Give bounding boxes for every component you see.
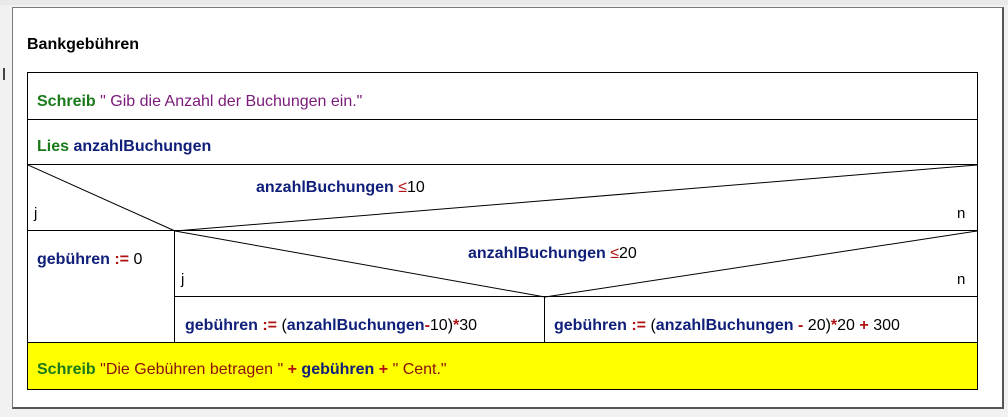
assign-operator: := [114, 251, 130, 268]
edge-tick [3, 68, 5, 80]
decision-diagonals [28, 164, 977, 298]
cond1-right-diagonal [174, 164, 977, 232]
statement-write-result[interactable]: Schreib "Die Gebühren betragen " + gebüh… [28, 343, 977, 389]
assign-variable: gebühren [554, 317, 627, 334]
condition-expression-1: anzahlBuchungen ≤10 [256, 179, 425, 197]
condition-value: 10 [407, 179, 425, 196]
cond2-right-diagonal [544, 230, 977, 298]
condition-value: 20 [619, 245, 637, 262]
condition-no-label: n [957, 205, 966, 222]
paren-open: ( [281, 317, 287, 334]
times-value: 20 [837, 317, 860, 334]
minus-operator: - [424, 317, 430, 334]
branch-yes-2[interactable]: gebühren := (anzahlBuchungen-10)*30 [175, 297, 545, 343]
keyword-schreib: Schreib [37, 93, 96, 110]
statement-text: Lies anzahlBuchungen [37, 138, 211, 156]
diagram-title: Bankgebühren [27, 36, 140, 53]
cond2-left-diagonal [174, 230, 546, 298]
assignment-text: gebühren := (anzahlBuchungen - 20)*20 + … [554, 317, 900, 335]
inner-variable: anzahlBuchungen [286, 317, 425, 334]
inner-variable: anzahlBuchungen [655, 317, 794, 334]
statement-text: Schreib " Gib die Anzahl der Buchungen e… [37, 93, 362, 111]
statement-write-prompt[interactable]: Schreib " Gib die Anzahl der Buchungen e… [28, 73, 977, 120]
nassi-shneiderman-diagram: Schreib " Gib die Anzahl der Buchungen e… [27, 72, 978, 390]
top-strip [0, 0, 1008, 5]
assign-variable: gebühren [185, 317, 258, 334]
keyword-lies: Lies [37, 138, 70, 155]
minus-operator: - [793, 317, 808, 334]
variable-name: anzahlBuchungen [73, 138, 212, 155]
assignment-text: gebühren := 0 [37, 251, 142, 269]
times-value: 30 [459, 317, 478, 334]
branch-yes-1[interactable]: gebühren := 0 [28, 231, 175, 343]
condition-operator: ≤ [398, 179, 408, 196]
condition-expression-2: anzahlBuchungen ≤20 [468, 245, 637, 263]
string-literal-2: " Cent." [392, 361, 447, 378]
assign-operator: := [631, 317, 647, 334]
assign-variable: gebühren [37, 251, 110, 268]
condition-no-label: n [957, 271, 966, 288]
plus-value: 300 [868, 317, 900, 334]
minus-value: 10) [429, 317, 454, 334]
statement-text: Schreib "Die Gebühren betragen " + gebüh… [37, 361, 447, 379]
assign-operator: := [262, 317, 278, 334]
plus-operator-2: + [378, 361, 389, 378]
plus-operator: + [859, 317, 869, 334]
keyword-schreib: Schreib [37, 361, 96, 378]
condition-yes-label: j [34, 205, 38, 222]
condition-operator: ≤ [610, 245, 620, 262]
condition-variable: anzahlBuchungen [468, 245, 606, 262]
variable-name: gebühren [301, 361, 375, 378]
assignment-text: gebühren := (anzahlBuchungen-10)*30 [185, 317, 477, 335]
minus-value: 20) [807, 317, 831, 334]
assign-value: 0 [133, 251, 143, 268]
times-operator: * [830, 317, 838, 334]
condition-variable: anzahlBuchungen [256, 179, 394, 196]
condition-yes-label: j [181, 271, 185, 288]
times-operator: * [453, 317, 460, 334]
string-literal: " Gib die Anzahl der Buchungen ein." [100, 93, 363, 110]
statement-read-input[interactable]: Lies anzahlBuchungen [28, 120, 977, 165]
string-literal-1: "Die Gebühren betragen " [100, 361, 284, 378]
cond1-left-diagonal [28, 164, 176, 232]
paren-open: ( [650, 317, 656, 334]
branch-no-2[interactable]: gebühren := (anzahlBuchungen - 20)*20 + … [545, 297, 977, 343]
condition-block-1[interactable]: anzahlBuchungen ≤10 j n [28, 165, 977, 231]
condition-block-2[interactable]: anzahlBuchungen ≤20 j n [175, 231, 977, 297]
plus-operator-1: + [287, 361, 297, 378]
